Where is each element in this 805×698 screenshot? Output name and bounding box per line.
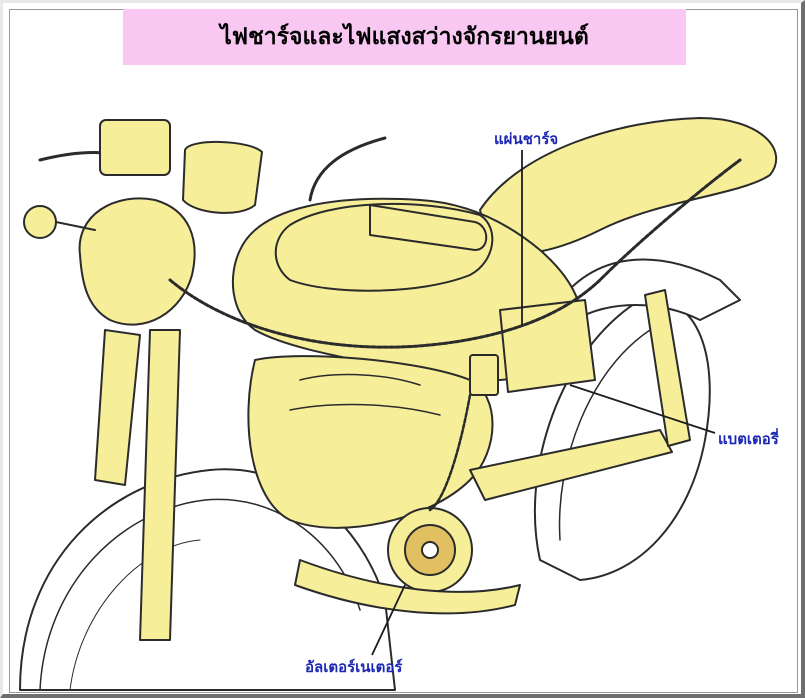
alternator-label: อัลเตอร์เนเตอร์ [305, 658, 403, 676]
charging-plate-label: แผ่นชาร์จ [494, 130, 559, 148]
battery-leader [569, 384, 716, 434]
front-fork [94, 329, 141, 486]
seat [479, 117, 777, 255]
battery-box [499, 299, 596, 393]
turn-signal [23, 205, 57, 239]
battery-label: แบตเตอรี่ [718, 430, 779, 448]
headlight [78, 197, 196, 326]
page-title: ไฟชาร์จและไฟแสงสว่างจักรยานยนต์ [220, 23, 589, 50]
engine [247, 355, 494, 529]
speedometer [182, 141, 263, 214]
alternator-leader [371, 584, 406, 656]
exhaust [294, 559, 521, 615]
rear-shock [644, 289, 691, 447]
instrument-bracket [99, 119, 171, 176]
grip [369, 204, 488, 251]
swingarm [469, 429, 673, 501]
title-banner: ไฟชาร์จและไฟแสงสว่างจักรยานยนต์ [123, 9, 686, 65]
handlebar-right [308, 136, 387, 202]
regulator [469, 354, 499, 396]
wiring-harness [168, 158, 742, 349]
